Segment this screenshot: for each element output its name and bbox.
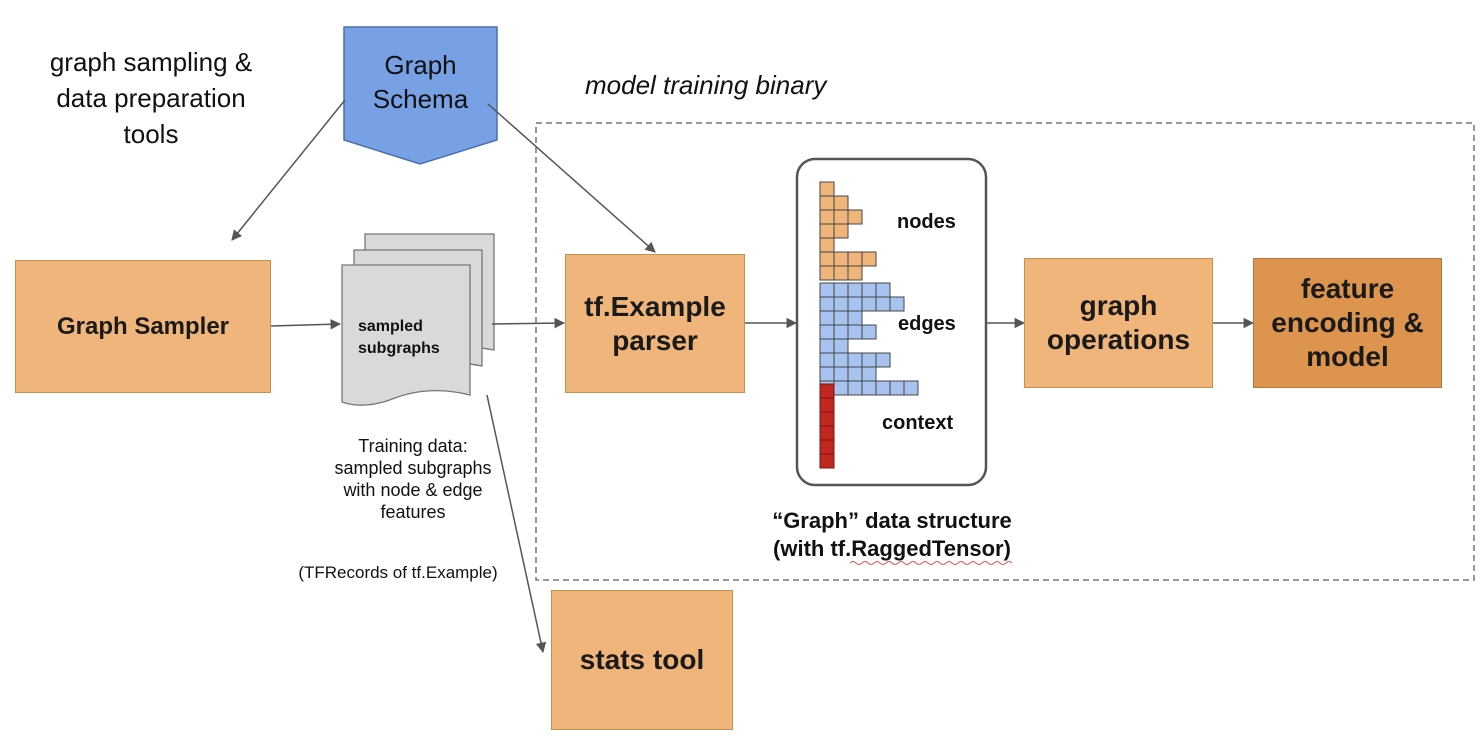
nodes-cell	[819, 265, 835, 281]
tfrecords-note: (TFRecords of tf.Example)	[298, 563, 498, 582]
edges-cell	[889, 380, 905, 396]
nodes-cell	[819, 195, 835, 211]
arrow-schema-to-parser	[487, 103, 656, 253]
nodes-cell	[833, 223, 849, 239]
edges-cell	[889, 296, 905, 312]
sampled-subgraphs-doc-stack	[341, 233, 495, 406]
edges-cell	[861, 282, 877, 298]
edges-cell	[861, 352, 877, 368]
edges-label: edges	[898, 313, 956, 335]
graph-data-structure-frame	[795, 157, 988, 487]
arrow-subgraphs-to-parser	[491, 317, 566, 329]
tf-example-parser-box: tf.Example parser	[565, 254, 745, 393]
edges-cell	[847, 296, 863, 312]
context-cell	[819, 411, 835, 427]
context-cell	[819, 425, 835, 441]
nodes-cell	[861, 251, 877, 267]
edges-cell	[847, 352, 863, 368]
edges-cell	[903, 380, 919, 396]
edges-cell	[847, 324, 863, 340]
edges-cell	[847, 366, 863, 382]
arrow-sampler-to-subgraphs	[270, 319, 342, 330]
edges-cell	[819, 324, 835, 340]
arrow-schema-to-sampler	[231, 99, 346, 241]
nodes-cell	[833, 209, 849, 225]
training-data-note: Training data: sampled subgraphs with no…	[334, 436, 492, 522]
edges-cell	[875, 380, 891, 396]
sampled-subgraphs-label: sampled subgraphs	[358, 318, 440, 357]
context-cell	[819, 453, 835, 469]
edges-cell	[861, 324, 877, 340]
tools-caption: graph sampling & data preparation tools	[49, 47, 253, 149]
edges-cell	[861, 380, 877, 396]
nodes-cell	[847, 209, 863, 225]
nodes-cell	[819, 209, 835, 225]
graph-schema-label: Graph Schema	[372, 50, 469, 114]
graph-operations-box: graph operations	[1024, 258, 1213, 388]
context-cell	[819, 439, 835, 455]
edges-cell	[847, 380, 863, 396]
edges-cell	[819, 366, 835, 382]
nodes-cell	[819, 181, 835, 197]
edges-cell	[833, 352, 849, 368]
graph-sampler-label: Graph Sampler	[56, 312, 230, 340]
context-cell	[819, 383, 835, 399]
edges-cell	[819, 282, 835, 298]
context-cell	[819, 397, 835, 413]
edges-cell	[875, 352, 891, 368]
arrow-subgraphs-to-stats	[486, 394, 547, 654]
edges-cell	[833, 282, 849, 298]
nodes-cell	[847, 265, 863, 281]
spellcheck-underline	[849, 561, 1013, 565]
nodes-cell	[833, 195, 849, 211]
feature-encoding-model-box: feature encoding & model	[1253, 258, 1442, 388]
nodes-cell	[833, 251, 849, 267]
model-training-binary-region	[535, 122, 1475, 581]
edges-cell	[833, 338, 849, 354]
edges-cell	[819, 352, 835, 368]
graph-sampler-box: Graph Sampler	[15, 260, 271, 393]
edges-cell	[819, 296, 835, 312]
stats-tool-label: stats tool	[579, 644, 705, 675]
edges-cell	[833, 324, 849, 340]
graph-schema-shape	[343, 26, 498, 165]
edges-cell	[819, 338, 835, 354]
edges-cell	[875, 282, 891, 298]
edges-cell	[833, 296, 849, 312]
edges-cell	[847, 282, 863, 298]
edges-cell	[861, 296, 877, 312]
nodes-label: nodes	[897, 211, 956, 233]
context-label: context	[882, 412, 954, 434]
context-ragged-grid	[819, 383, 835, 469]
edges-cell	[833, 380, 849, 396]
stats-tool-box: stats tool	[551, 590, 733, 730]
nodes-cell	[819, 251, 835, 267]
edges-cell	[847, 310, 863, 326]
edges-cell	[819, 310, 835, 326]
model-training-binary-label: model training binary	[585, 70, 827, 100]
edges-ragged-grid	[819, 282, 919, 396]
nodes-cell	[833, 265, 849, 281]
edges-cell	[833, 310, 849, 326]
edges-cell	[833, 366, 849, 382]
nodes-ragged-grid	[819, 181, 877, 281]
nodes-cell	[847, 251, 863, 267]
nodes-cell	[819, 223, 835, 239]
edges-cell	[875, 296, 891, 312]
edges-cell	[861, 366, 877, 382]
nodes-cell	[819, 237, 835, 253]
graph-structure-caption: “Graph” data structure (with tf.RaggedTe…	[772, 508, 1012, 561]
